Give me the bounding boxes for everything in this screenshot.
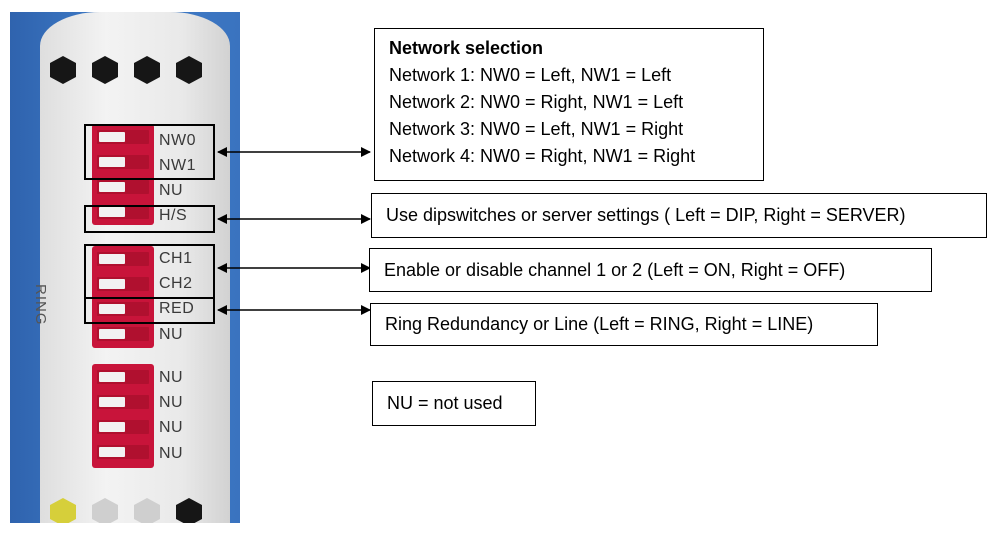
dip-switch-nu[interactable] xyxy=(97,327,149,341)
label-nw1: NW1 xyxy=(159,157,197,174)
device-photo: NW0 NW1 NU H/S CH1 CH2 RED NU NU NU NU N… xyxy=(10,12,240,523)
callout-channel: Enable or disable channel 1 or 2 (Left =… xyxy=(369,248,932,292)
dip-switch-nu[interactable] xyxy=(97,445,149,459)
dip-switch-nw1[interactable] xyxy=(97,155,149,169)
dip-switch-red[interactable] xyxy=(97,302,149,316)
dip-switch-ch2[interactable] xyxy=(97,277,149,291)
callout-network-selection: Network selection Network 1: NW0 = Left,… xyxy=(374,28,764,181)
callout-nu: NU = not used xyxy=(372,381,536,426)
label-hs: H/S xyxy=(159,207,188,224)
dip-switch-nu[interactable] xyxy=(97,370,149,384)
label-nu: NU xyxy=(159,326,184,343)
callout-redundancy: Ring Redundancy or Line (Left = RING, Ri… xyxy=(370,303,878,346)
label-nu: NU xyxy=(159,369,184,386)
label-nw0: NW0 xyxy=(159,132,197,149)
label-nu: NU xyxy=(159,419,184,436)
network-selection-title: Network selection xyxy=(389,38,544,58)
network-4-line: Network 4: NW0 = Right, NW1 = Right xyxy=(389,146,696,166)
hs-description: Use dipswitches or server settings ( Lef… xyxy=(386,205,906,225)
channel-description: Enable or disable channel 1 or 2 (Left =… xyxy=(384,260,846,280)
network-1-line: Network 1: NW0 = Left, NW1 = Left xyxy=(389,65,672,85)
nu-description: NU = not used xyxy=(387,393,503,413)
highlight-hs-switch xyxy=(84,205,215,233)
network-3-line: Network 3: NW0 = Left, NW1 = Right xyxy=(389,119,684,139)
highlight-network-switches xyxy=(84,124,215,180)
dip-switch-nw0[interactable] xyxy=(97,130,149,144)
label-ch2: CH2 xyxy=(159,275,193,292)
dip-switch-bank-1 xyxy=(92,124,154,225)
callout-hs: Use dipswitches or server settings ( Lef… xyxy=(371,193,987,238)
label-ch1: CH1 xyxy=(159,250,193,267)
dip-switch-nu[interactable] xyxy=(97,420,149,434)
dip-switch-hs[interactable] xyxy=(97,205,149,219)
label-nu: NU xyxy=(159,445,184,462)
redundancy-description: Ring Redundancy or Line (Left = RING, Ri… xyxy=(385,314,814,334)
dip-switch-nu[interactable] xyxy=(97,180,149,194)
label-nu: NU xyxy=(159,182,184,199)
label-red: RED xyxy=(159,300,195,317)
dip-switch-ch1[interactable] xyxy=(97,252,149,266)
highlight-red-switch xyxy=(84,297,215,324)
dip-switch-nu[interactable] xyxy=(97,395,149,409)
label-nu: NU xyxy=(159,394,184,411)
network-2-line: Network 2: NW0 = Right, NW1 = Left xyxy=(389,92,684,112)
dip-switch-bank-3 xyxy=(92,364,154,468)
